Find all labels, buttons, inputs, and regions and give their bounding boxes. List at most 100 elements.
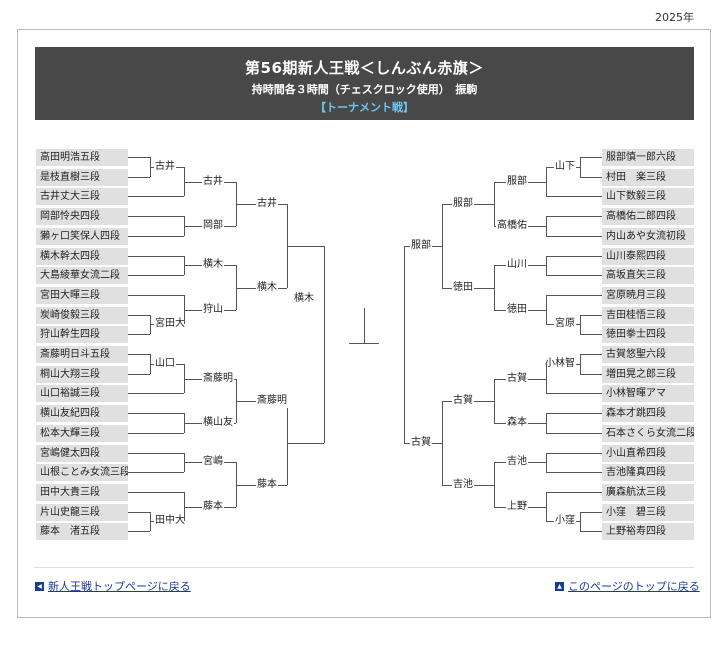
time-control: 持時間各３時間（チェスクロック使用） 振駒 <box>251 83 478 96</box>
round2-winner: 古賀 <box>506 371 528 386</box>
back-to-top-page-link[interactable]: ◀ 新人王戦トップページに戻る <box>35 578 191 594</box>
player-left-14: 横山友紀四段 <box>36 405 128 423</box>
player-right-6: 山川泰熙四段 <box>602 247 694 265</box>
bracket-line <box>546 216 547 236</box>
bracket-line <box>442 400 443 485</box>
round1-winner: 山口 <box>154 356 176 371</box>
bracket-line <box>580 176 602 178</box>
round1-winner: 古井 <box>154 159 176 174</box>
format-label: 【トーナメント戦】 <box>315 101 414 114</box>
player-left-15: 松本大輝三段 <box>36 424 128 442</box>
bracket-line <box>128 511 150 513</box>
bracket-line <box>546 413 602 415</box>
bracket-line <box>580 354 602 355</box>
round3-winner: 吉池 <box>452 477 474 492</box>
arrow-up-icon: ▲ <box>555 581 564 591</box>
player-right-3: 山下数毅三段 <box>602 188 694 206</box>
bracket-line <box>128 531 150 533</box>
player-left-5: 獺ヶ口笑保人四段 <box>36 227 128 245</box>
round1-winner: 小林智 <box>544 356 576 371</box>
bracket-line <box>128 373 150 375</box>
round2-winner: 岡部 <box>202 218 224 233</box>
semifinal-winner: 古賀 <box>410 435 432 450</box>
bracket-line <box>546 452 602 454</box>
top-link-label: このページのトップに戻る <box>568 580 700 593</box>
player-left-10: 狩山幹生四段 <box>36 326 128 344</box>
round2-winner: 山川 <box>506 258 528 273</box>
round2-winner: 吉池 <box>506 455 528 470</box>
bracket-line <box>546 491 547 522</box>
bracket-line <box>546 166 547 197</box>
bracket-line <box>128 491 184 493</box>
player-right-5: 内山あや女流初段 <box>602 227 694 245</box>
player-left-11: 斎藤明日斗五段 <box>36 346 128 363</box>
round3-winner: 横木 <box>256 280 278 295</box>
round2-winner: 斎藤明 <box>202 371 234 386</box>
round3-winner: 藤本 <box>256 477 278 492</box>
bracket-line <box>128 354 150 355</box>
player-left-17: 山根ことみ女流三段 <box>36 464 128 482</box>
bracket-line <box>128 196 184 198</box>
bracket-line <box>546 196 602 198</box>
player-left-18: 田中大貴三段 <box>36 483 128 501</box>
bracket-line <box>546 491 602 493</box>
semifinal-winner: 横木 <box>293 291 315 306</box>
page-top-link[interactable]: ▲ このページのトップに戻る <box>555 578 700 594</box>
round3-winner: 古井 <box>256 196 278 211</box>
bracket-line <box>184 166 185 197</box>
player-right-2: 村田 楽三段 <box>602 168 694 186</box>
round2-winner: 藤本 <box>202 499 224 514</box>
bracket-line <box>580 157 602 158</box>
round2-winner: 森本 <box>506 415 528 430</box>
player-left-7: 大島綾華女流二段 <box>36 267 128 285</box>
bracket-line <box>128 472 184 474</box>
bracket-line <box>546 472 602 474</box>
player-left-16: 宮嶋健太四段 <box>36 444 128 462</box>
bracket-line <box>128 452 184 454</box>
round2-winner: 宮嶋 <box>202 455 224 470</box>
player-right-1: 服部慎一郎六段 <box>602 149 694 166</box>
bracket-line <box>128 235 184 237</box>
round3-winner: 服部 <box>452 196 474 211</box>
bracket-line <box>128 275 184 277</box>
bracket-line <box>128 176 150 178</box>
bracket-line <box>580 314 602 316</box>
round2-winner: 上野 <box>506 499 528 514</box>
player-right-12: 増田晃之郎三段 <box>602 365 694 383</box>
bracket-line <box>580 511 602 513</box>
bracket-line <box>324 245 325 443</box>
bracket-line <box>546 432 602 434</box>
bracket-line <box>546 294 602 296</box>
bracket-line <box>128 157 150 158</box>
round1-winner: 田中大 <box>154 514 186 529</box>
bracket-line <box>494 378 495 423</box>
page-title: 第56期新人王戦＜しんぶん赤旗＞ <box>245 59 484 77</box>
round2-winner: 徳田 <box>506 302 528 317</box>
bracket-line <box>287 442 324 444</box>
player-right-17: 吉池隆真四段 <box>602 464 694 482</box>
round1-winner: 宮原 <box>554 317 576 332</box>
player-left-12: 桐山大翔三段 <box>36 365 128 383</box>
bracket-line <box>580 157 581 177</box>
semifinal-winner: 服部 <box>410 238 432 253</box>
bracket-line <box>128 393 184 395</box>
year-label: 2025年 <box>655 11 694 24</box>
bracket-line <box>494 265 495 310</box>
bracket-line <box>546 452 547 473</box>
round2-winner: 横山友 <box>202 415 234 430</box>
back-link-label: 新人王戦トップページに戻る <box>48 580 191 593</box>
player-left-9: 炭崎俊毅三段 <box>36 306 128 324</box>
player-right-18: 廣森航汰三段 <box>602 483 694 501</box>
round1-winner: 山下 <box>554 159 576 174</box>
bracket-line <box>128 432 184 434</box>
player-left-4: 岡部怜央四段 <box>36 208 128 226</box>
bracket-line <box>580 373 602 375</box>
player-left-6: 横木幹太四段 <box>36 247 128 265</box>
player-right-10: 徳田拳士四段 <box>602 326 694 344</box>
content-frame <box>17 29 711 618</box>
arrow-left-icon: ◀ <box>35 581 44 591</box>
bracket-line <box>580 314 581 335</box>
player-right-14: 森本才跳四段 <box>602 405 694 423</box>
player-right-13: 小林智暉アマ <box>602 385 694 403</box>
bracket-line <box>546 294 547 325</box>
